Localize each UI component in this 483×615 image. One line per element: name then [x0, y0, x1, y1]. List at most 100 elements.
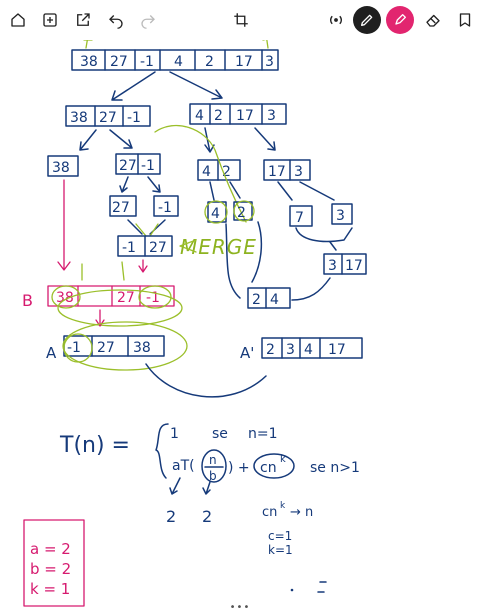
svg-text:2: 2 — [166, 507, 176, 526]
right-half-array: 4 2 17 3 — [189, 103, 287, 125]
merged-3-17: 3 17 — [323, 253, 367, 275]
leaf-7 — [289, 205, 313, 227]
svg-text:k: k — [280, 454, 286, 465]
notes-drawing: 38 27 -1 4 2 17 3 38 27 -1 4 2 17 3 38 — [22, 40, 367, 607]
svg-text:k=1: k=1 — [268, 543, 293, 557]
svg-text:27: 27 — [112, 200, 130, 216]
svg-text:2: 2 — [252, 292, 261, 308]
param-box: a = 2 b = 2 k = 1 — [23, 519, 85, 607]
svg-text:b: b — [209, 469, 217, 483]
svg-text:2: 2 — [237, 205, 246, 221]
leaf-4 — [207, 201, 227, 223]
svg-text:4: 4 — [211, 206, 220, 222]
svg-text:4: 4 — [304, 342, 313, 358]
svg-text:-1: -1 — [122, 240, 136, 256]
svg-text:27: 27 — [117, 290, 135, 306]
pointer-mark — [83, 40, 93, 49]
merged-2-4: 2 4 — [247, 287, 291, 309]
svg-text:38: 38 — [133, 340, 151, 356]
top-array-cell: -1 — [140, 54, 154, 70]
svg-text:3: 3 — [328, 258, 337, 274]
top-array: 38 27 -1 4 2 17 3 — [71, 49, 279, 71]
svg-text:3: 3 — [267, 108, 276, 124]
svg-text:38: 38 — [70, 110, 88, 126]
svg-text:27: 27 — [99, 110, 117, 126]
label-a: A — [46, 344, 57, 362]
eraser-icon[interactable] — [421, 8, 445, 32]
highlighter-icon[interactable] — [386, 6, 414, 34]
svg-text:2: 2 — [214, 108, 223, 124]
svg-text:1: 1 — [170, 426, 179, 442]
pair-17-3: 17 3 — [263, 159, 311, 181]
svg-text:aT(: aT( — [172, 458, 195, 474]
more-options-icon[interactable]: ••• — [229, 602, 251, 613]
svg-text:-1: -1 — [67, 340, 81, 356]
toolbar — [0, 0, 483, 40]
svg-text:38: 38 — [56, 290, 74, 306]
svg-text:17: 17 — [236, 108, 254, 124]
pair-4-2: 4 2 — [197, 159, 241, 181]
svg-text:3: 3 — [336, 208, 345, 224]
array-b: 38 27 -1 — [47, 285, 175, 307]
svg-text:7: 7 — [295, 210, 304, 226]
svg-text:→ n: → n — [290, 505, 313, 520]
svg-text:27: 27 — [149, 240, 167, 256]
svg-text:cn: cn — [262, 505, 277, 520]
label-b: B — [22, 291, 33, 310]
svg-text:17: 17 — [268, 164, 286, 180]
svg-text:17: 17 — [328, 342, 346, 358]
pair-27-m1: 27 -1 — [115, 153, 161, 175]
svg-text:38: 38 — [52, 160, 70, 176]
presenter-icon[interactable] — [324, 8, 348, 32]
svg-text:k = 1: k = 1 — [30, 580, 70, 598]
handwritten-notes-canvas[interactable]: 38 27 -1 4 2 17 3 38 27 -1 4 2 17 3 38 — [0, 40, 483, 615]
recurrence-lhs: T(n) = — [59, 433, 130, 458]
svg-text:n=1: n=1 — [248, 426, 278, 442]
crop-icon[interactable] — [229, 8, 253, 32]
pen-icon[interactable] — [353, 6, 381, 34]
leaf-m1 — [153, 195, 179, 217]
label-a-prime: A' — [240, 344, 254, 362]
bookmark-icon[interactable] — [453, 8, 477, 32]
redo-icon[interactable] — [136, 8, 160, 32]
svg-text:27: 27 — [119, 158, 137, 174]
undo-icon[interactable] — [104, 8, 128, 32]
array-a-prime: 2 3 4 17 — [261, 337, 363, 359]
svg-text:2: 2 — [222, 164, 231, 180]
svg-text:4: 4 — [270, 292, 279, 308]
leaf-38 — [47, 155, 79, 177]
top-array-cell: 3 — [265, 54, 274, 70]
merge-curve — [154, 124, 247, 223]
svg-text:k: k — [280, 501, 286, 511]
home-icon[interactable] — [6, 8, 30, 32]
share-icon[interactable] — [71, 8, 95, 32]
top-array-cell: 2 — [205, 54, 214, 70]
merge-label: MERGE — [180, 235, 257, 259]
svg-text:se n>1: se n>1 — [310, 460, 360, 476]
merged-m1-27: -1 27 — [117, 235, 173, 257]
svg-text:4: 4 — [202, 164, 211, 180]
svg-text:-1: -1 — [158, 200, 172, 216]
svg-text:n: n — [209, 453, 217, 467]
svg-text:17: 17 — [345, 258, 363, 274]
svg-text:2: 2 — [202, 507, 212, 526]
svg-text:-1: -1 — [141, 158, 155, 174]
svg-text:c=1: c=1 — [268, 529, 292, 543]
svg-text:a = 2: a = 2 — [30, 540, 71, 558]
svg-text:cn: cn — [260, 460, 277, 476]
leaf-3 — [331, 203, 353, 225]
svg-text:) +: ) + — [228, 460, 250, 476]
add-page-icon[interactable] — [38, 8, 62, 32]
svg-text:4: 4 — [195, 108, 204, 124]
top-array-cell: 4 — [174, 54, 183, 70]
svg-text:27: 27 — [97, 340, 115, 356]
array-a: -1 27 38 — [63, 335, 165, 357]
top-array-cell: 27 — [110, 54, 128, 70]
left-half-array: 38 27 -1 — [65, 105, 151, 127]
svg-text:-1: -1 — [127, 110, 141, 126]
leaf-27 — [109, 195, 137, 217]
svg-text:b = 2: b = 2 — [30, 560, 71, 578]
pointer-mark — [262, 40, 269, 49]
svg-text:se: se — [212, 426, 228, 442]
svg-text:3: 3 — [294, 164, 303, 180]
